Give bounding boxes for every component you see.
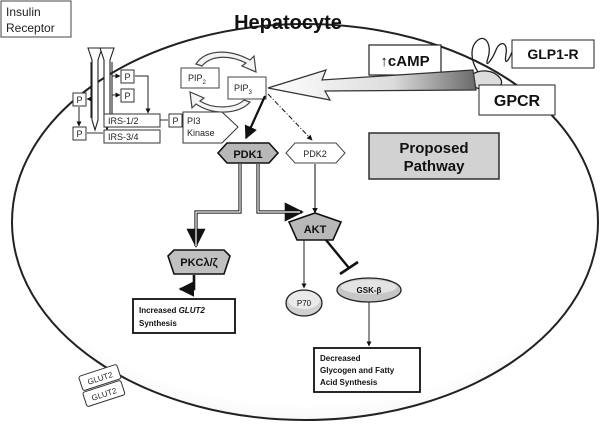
pkc-node: PKCλ/ζ xyxy=(167,249,231,275)
irs-group: IRS-1/2 IRS-3/4 xyxy=(87,113,168,144)
svg-text:PIP2: PIP2 xyxy=(188,73,207,86)
phosphate-box-4 xyxy=(72,126,87,141)
decreased-glycogen-box: Decreased Glycogen and Fatty Acid Synthe… xyxy=(313,347,421,393)
svg-text:PIP3: PIP3 xyxy=(234,83,253,96)
phosphate-box-3 xyxy=(72,92,87,107)
pi3k-label-line2: Kinase xyxy=(187,128,215,138)
pip-cycle-arrow-bottom xyxy=(189,91,252,113)
phosphate-box-1 xyxy=(120,69,135,84)
receptor-phospho-arrows xyxy=(76,73,151,127)
glut2-box-2 xyxy=(82,380,126,407)
cell-title: Hepatocyte xyxy=(234,12,342,34)
pkc-label: PKCλ/ζ xyxy=(180,257,217,269)
pip3: PIP3 xyxy=(227,76,267,100)
phosphate-label-4: P xyxy=(76,129,82,139)
glycogen-line2: Glycogen and Fatty xyxy=(320,366,395,375)
proposed-line2: Pathway xyxy=(404,158,466,175)
p70-label: P70 xyxy=(297,299,312,308)
insulin-label-line2: Receptor xyxy=(6,21,55,35)
phosphate-label-1: P xyxy=(124,72,130,82)
pip2-sub: 2 xyxy=(203,80,207,86)
glycogen-line1: Decreased xyxy=(320,354,361,363)
gsk-label: GSK-β xyxy=(357,286,382,295)
proposed-line1: Proposed xyxy=(399,140,468,157)
glp1r-label: GLP1-R xyxy=(511,39,595,69)
pip3-sub: 3 xyxy=(249,90,253,96)
pdk2-node: PDK2 xyxy=(285,142,346,164)
glut2-outcome-italic: GLUT2 xyxy=(179,306,206,315)
phosphate-label-3: P xyxy=(76,95,82,105)
glut2-box-1 xyxy=(78,364,122,391)
insulin-label-line1: Insulin xyxy=(6,5,41,19)
pi3k-label-line1: PI3 xyxy=(187,116,201,126)
pip3-down-arrows xyxy=(244,93,313,141)
pdk1-node: PDK1 xyxy=(216,142,280,164)
glut2-transporters: GLUT2 GLUT2 xyxy=(78,364,126,407)
phosphate-group: P P P P P xyxy=(72,69,183,141)
pip2: PIP2 xyxy=(180,67,220,89)
camp-text: cAMP xyxy=(388,53,430,70)
gpcr-text: GPCR xyxy=(494,93,541,110)
glut2-outcome-pre: Increased xyxy=(139,306,179,315)
glp1r-text: GLP1-R xyxy=(527,46,578,62)
pip3-base: PIP xyxy=(234,83,249,93)
pkc-to-glut2-arrow xyxy=(178,275,196,297)
pdk1-outgoing xyxy=(186,164,304,248)
irs12-label: IRS-1/2 xyxy=(108,116,139,126)
phosphate-label-5: P xyxy=(172,116,178,126)
pip3-to-pdk1-arrow xyxy=(244,95,267,140)
irs34-box xyxy=(103,129,161,144)
proposed-pathway-box: Proposed Pathway xyxy=(368,132,500,180)
insulin-receptor-icon xyxy=(87,47,115,132)
increased-glut2-box: Increased GLUT2 Synthesis xyxy=(132,298,236,334)
akt-label: AKT xyxy=(304,224,327,236)
gsk-node: GSK-β xyxy=(336,277,402,303)
pdk2-label: PDK2 xyxy=(303,149,327,159)
camp-box: ↑cAMP xyxy=(368,44,442,76)
gpcr-label: GPCR xyxy=(478,84,556,116)
irs34-label: IRS-3/4 xyxy=(108,132,139,142)
pdk1-label: PDK1 xyxy=(233,149,262,161)
insulin-receptor-label: Insulin Receptor xyxy=(0,0,72,38)
svg-text:Increased GLUT2: Increased GLUT2 xyxy=(139,306,205,315)
pip2-base: PIP xyxy=(188,73,203,83)
camp-up-arrow: ↑ xyxy=(380,53,388,70)
phosphate-box-5 xyxy=(168,113,183,128)
pip3-to-pdk2-arrow xyxy=(267,93,313,141)
pip-cycle-arrow-top xyxy=(195,51,257,73)
phosphate-label-2: P xyxy=(124,91,130,101)
pi3-kinase: PI3 Kinase xyxy=(182,111,239,144)
pip-cycle-arrows xyxy=(189,51,257,113)
camp-arrow xyxy=(267,69,477,101)
glycogen-line3: Acid Synthesis xyxy=(320,378,378,387)
akt-inhibits-gsk xyxy=(325,239,359,276)
glut2-outcome-line2: Synthesis xyxy=(139,319,177,328)
svg-text:↑cAMP: ↑cAMP xyxy=(380,53,429,70)
p70-node: P70 xyxy=(285,289,323,317)
akt-node: AKT xyxy=(287,212,343,241)
phosphate-box-2 xyxy=(120,88,135,103)
